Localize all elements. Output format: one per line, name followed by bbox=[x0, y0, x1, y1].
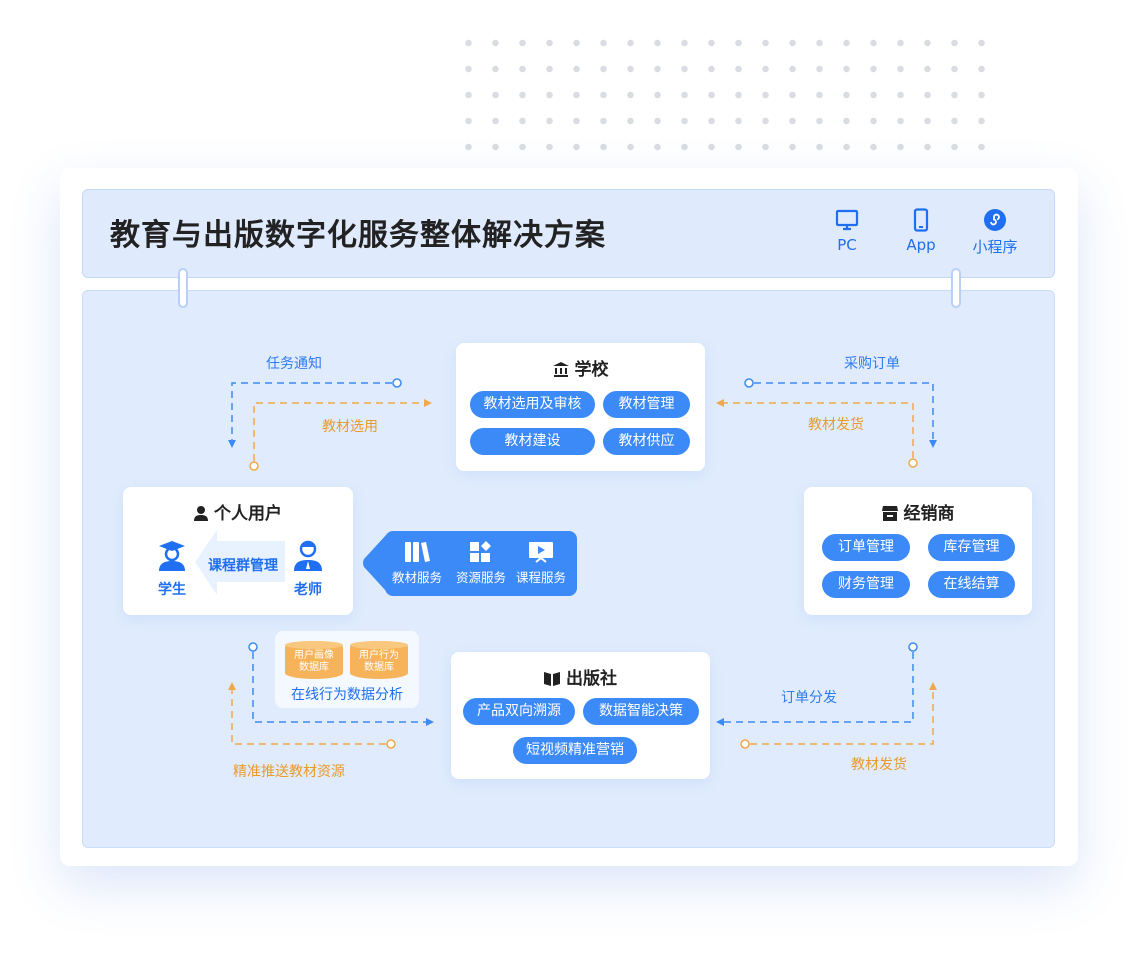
school-icon bbox=[552, 362, 569, 377]
label-push-resources: 精准推送教材资源 bbox=[233, 764, 345, 780]
user-profile-database: 用户画像数据库 bbox=[285, 641, 343, 679]
personal-title: 个人用户 bbox=[214, 504, 282, 524]
platform-label: 小程序 bbox=[972, 238, 1018, 256]
dealer-pill: 库存管理 bbox=[928, 534, 1015, 561]
user-behavior-database: 用户行为数据库 bbox=[350, 641, 408, 679]
service-label: 课程服务 bbox=[515, 570, 566, 585]
flow-order-dispatch bbox=[724, 652, 914, 723]
publisher-pill: 短视频精准营销 bbox=[513, 737, 637, 764]
page-title: 教育与出版数字化服务整体解决方案 bbox=[110, 218, 606, 253]
label-order-dispatch: 订单分发 bbox=[781, 690, 837, 706]
label-task-notice: 任务通知 bbox=[266, 356, 322, 372]
flow-task-notice bbox=[231, 382, 392, 440]
video-board-icon bbox=[529, 542, 553, 563]
publisher-box: 出版社 产品双向溯源 数据智能决策 短视频精准营销 bbox=[451, 652, 710, 779]
school-pill: 教材供应 bbox=[603, 428, 690, 455]
db-label: 用户画像数据库 bbox=[294, 650, 334, 673]
dot-pattern bbox=[455, 30, 1000, 170]
school-box: 学校 教材选用及审核 教材管理 教材建设 教材供应 bbox=[456, 343, 705, 471]
platform-label: App bbox=[906, 236, 936, 254]
phone-icon bbox=[913, 208, 929, 232]
services-pointer bbox=[363, 535, 386, 591]
personal-user-box: 个人用户 课程群管理 学生 老师 bbox=[123, 487, 353, 615]
dealer-pill: 财务管理 bbox=[822, 571, 910, 598]
header-bar bbox=[82, 189, 1055, 278]
dealer-box: 经销商 订单管理 库存管理 财务管理 在线结算 bbox=[804, 487, 1032, 615]
school-pill: 教材建设 bbox=[470, 428, 595, 455]
publisher-pill: 产品双向溯源 bbox=[463, 698, 575, 725]
services-box: 教材服务 资源服务 课程服务 bbox=[385, 531, 577, 596]
label-ship-bottom: 教材发货 bbox=[851, 757, 907, 773]
label-textbook-select: 教材选用 bbox=[322, 419, 378, 435]
school-pill: 教材管理 bbox=[603, 391, 690, 418]
publisher-pill: 数据智能决策 bbox=[583, 698, 699, 725]
service-textbook: 教材服务 bbox=[387, 541, 447, 586]
dealer-title: 经销商 bbox=[903, 504, 955, 524]
flow-ship-top bbox=[724, 402, 914, 458]
school-title: 学校 bbox=[574, 360, 609, 380]
service-course: 课程服务 bbox=[511, 541, 571, 586]
service-label: 资源服务 bbox=[455, 570, 506, 585]
teacher-icon bbox=[294, 540, 322, 571]
platform-pc: PC bbox=[812, 208, 882, 254]
platform-app: App bbox=[886, 208, 956, 254]
teacher-label: 老师 bbox=[294, 582, 322, 598]
platform-mini-program: 小程序 bbox=[960, 208, 1030, 257]
service-label: 教材服务 bbox=[391, 570, 442, 585]
user-icon bbox=[194, 506, 208, 521]
connector-peg bbox=[951, 268, 961, 308]
store-icon bbox=[881, 506, 898, 521]
book-icon bbox=[544, 672, 560, 686]
service-resource: 资源服务 bbox=[451, 541, 511, 586]
platform-label: PC bbox=[837, 236, 857, 254]
publisher-title: 出版社 bbox=[566, 669, 617, 689]
data-analysis-box: 用户画像数据库 用户行为数据库 在线行为数据分析 bbox=[275, 631, 419, 708]
analysis-label: 在线行为数据分析 bbox=[291, 687, 403, 703]
flow-school-to-publisher bbox=[252, 652, 426, 723]
flow-push-resources bbox=[231, 690, 386, 745]
dealer-pill: 订单管理 bbox=[822, 534, 910, 561]
student-icon bbox=[159, 541, 185, 571]
apps-icon bbox=[470, 541, 491, 562]
connector-peg bbox=[178, 268, 188, 308]
student-label: 学生 bbox=[158, 582, 186, 598]
books-icon bbox=[405, 542, 430, 562]
mini-program-icon bbox=[984, 209, 1006, 231]
monitor-icon bbox=[835, 209, 859, 231]
flow-ship-bottom bbox=[750, 690, 934, 745]
school-pill: 教材选用及审核 bbox=[470, 391, 595, 418]
course-group-label: 课程群管理 bbox=[208, 558, 278, 574]
label-ship-top: 教材发货 bbox=[808, 417, 864, 433]
db-label: 用户行为数据库 bbox=[359, 650, 399, 673]
dealer-pill: 在线结算 bbox=[928, 571, 1015, 598]
flow-purchase-order bbox=[754, 382, 934, 440]
label-purchase-order: 采购订单 bbox=[844, 356, 900, 372]
flow-textbook-select bbox=[253, 402, 424, 461]
arrow-left-shape bbox=[195, 530, 285, 595]
